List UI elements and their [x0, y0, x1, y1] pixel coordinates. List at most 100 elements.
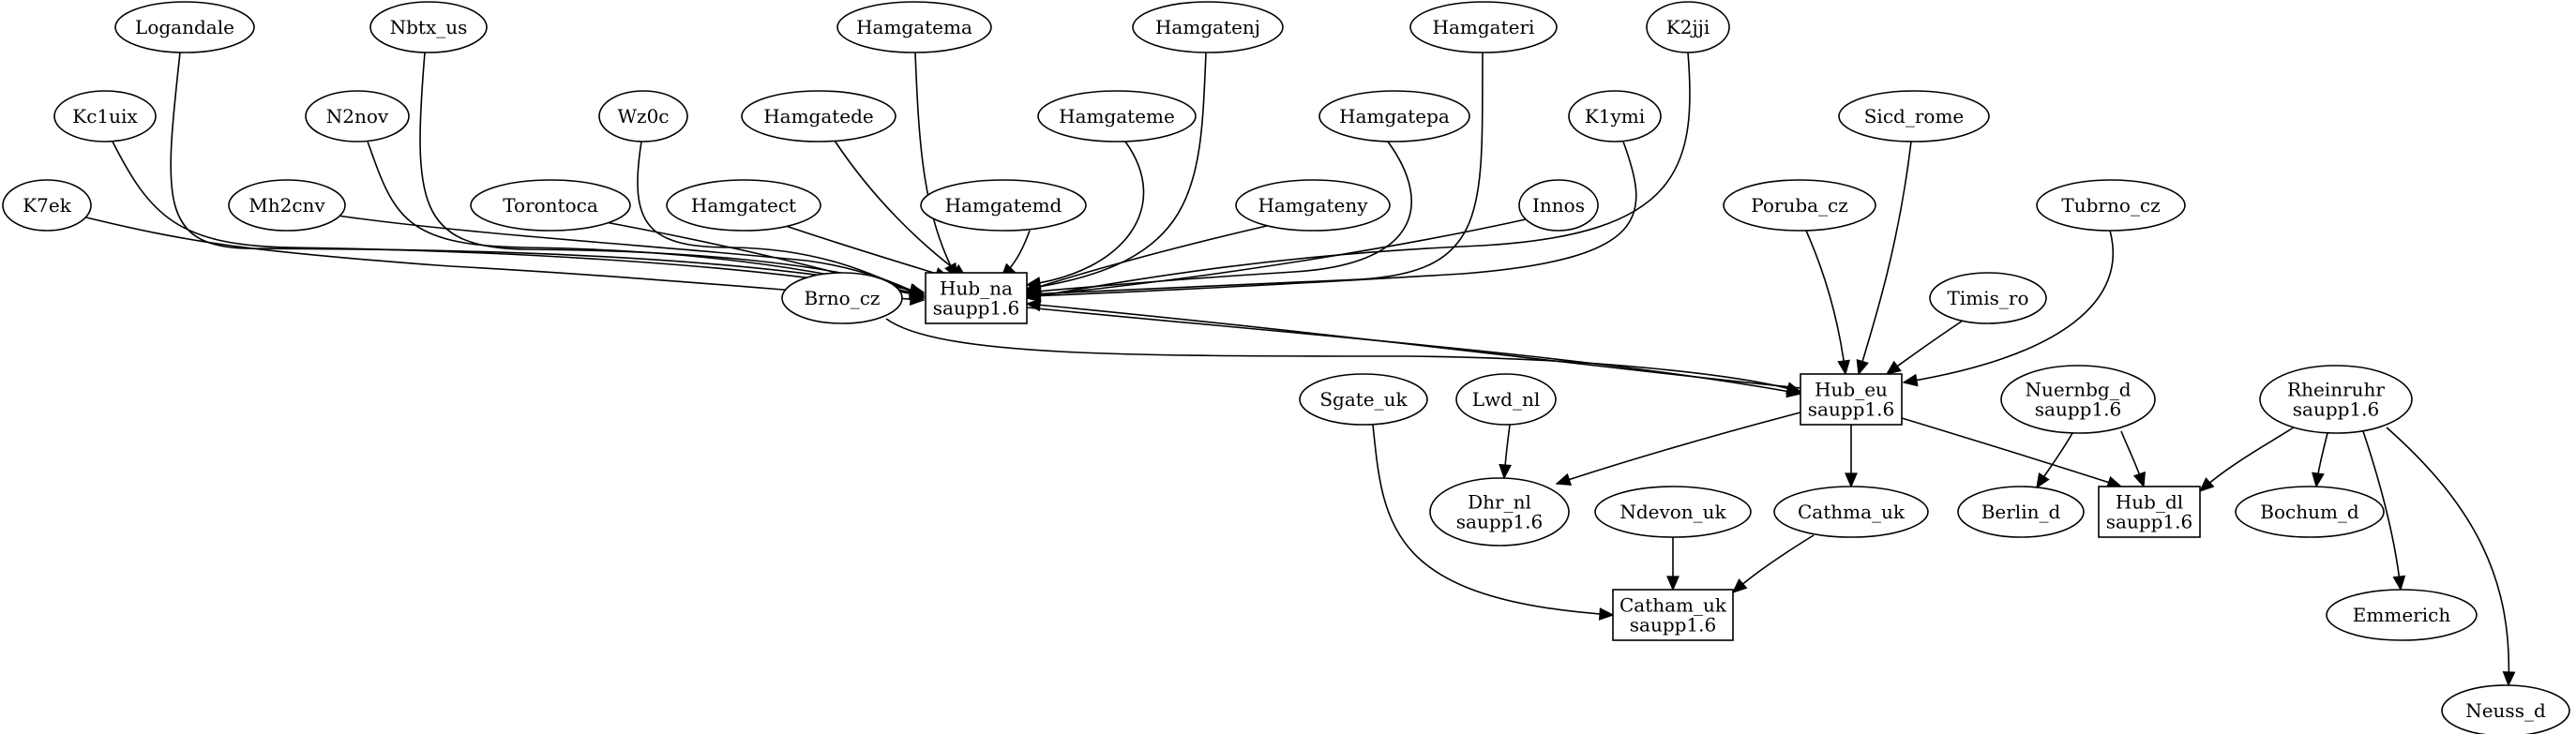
- node-lwd-nl[interactable]: Lwd_nl: [1455, 373, 1557, 426]
- node-shape: [53, 90, 157, 142]
- edge-lwd-nl-to-dhr-nl: [1499, 424, 1512, 480]
- node-label: Lwd_nl: [1472, 388, 1540, 411]
- node-hamgateny[interactable]: Hamgateny: [1235, 179, 1391, 232]
- node-shape: [2000, 365, 2156, 434]
- node-shape: [1455, 373, 1557, 426]
- node-shape: [369, 1, 488, 53]
- edge-hub-eu-to-cathma-uk: [1845, 425, 1858, 488]
- node-label: Wz0c: [617, 105, 669, 127]
- node-shape: [1299, 373, 1428, 426]
- node-k7ek[interactable]: K7ek: [2, 179, 92, 232]
- node-label: Hamgatenj: [1155, 16, 1260, 38]
- node-hamgateri[interactable]: Hamgateri: [1409, 1, 1558, 53]
- node-label: Poruba_cz: [1751, 194, 1848, 217]
- node-label: Hamgateri: [1433, 16, 1535, 38]
- node-n2nov[interactable]: N2nov: [305, 90, 410, 142]
- node-neuss-d[interactable]: Neuss_d: [2441, 684, 2570, 734]
- node-label: Hamgateny: [1258, 194, 1368, 217]
- node-shape: [741, 90, 896, 142]
- node-label: Berlin_d: [1981, 501, 2061, 523]
- node-shape: [1235, 179, 1391, 232]
- node-wz0c[interactable]: Wz0c: [598, 90, 688, 142]
- node-label: Hub_na: [940, 277, 1013, 300]
- edge-poruba-cz-to-hub-eu: [1805, 230, 1851, 376]
- node-hamgatect[interactable]: Hamgatect: [666, 179, 821, 232]
- node-tubrno-cz[interactable]: Tubrno_cz: [2036, 179, 2186, 232]
- node-sgate-uk[interactable]: Sgate_uk: [1299, 373, 1428, 426]
- node-label: Cathma_uk: [1798, 501, 1906, 523]
- edge-hamgatemd-to-hub-na: [1000, 230, 1031, 279]
- node-label: saupp1.6: [2035, 398, 2121, 421]
- node-shape: [228, 179, 346, 232]
- node-label: saupp1.6: [933, 297, 1019, 320]
- node-label: K1ymi: [1585, 105, 1645, 127]
- node-shape: [1037, 90, 1197, 142]
- node-hamgatenj[interactable]: Hamgatenj: [1132, 1, 1284, 53]
- node-logandale[interactable]: Logandale: [114, 1, 255, 53]
- node-label: saupp1.6: [1630, 614, 1716, 637]
- node-torontoca[interactable]: Torontoca: [470, 179, 631, 232]
- node-bochum-d[interactable]: Bochum_d: [2235, 486, 2385, 538]
- node-berlin-d[interactable]: Berlin_d: [1957, 486, 2085, 538]
- node-shape: [1646, 1, 1730, 53]
- edge-cathma-uk-to-catham-uk: [1731, 534, 1815, 594]
- edge-nuernbg-d-to-hub-dl: [2120, 430, 2146, 488]
- edge-hamgatenj-to-hub-na: [1025, 52, 1207, 293]
- edge-rheinruhr-to-bochum-d: [2312, 432, 2328, 488]
- node-shape: [1929, 272, 2047, 324]
- node-label: Logandale: [135, 16, 234, 38]
- node-shape: [1594, 486, 1752, 538]
- node-shape: [1429, 477, 1570, 547]
- node-hamgatede[interactable]: Hamgatede: [741, 90, 896, 142]
- node-emmerich[interactable]: Emmerich: [2326, 589, 2478, 641]
- node-shape: [925, 272, 1028, 324]
- node-brno-cz[interactable]: Brno_cz: [781, 272, 903, 324]
- node-poruba-cz[interactable]: Poruba_cz: [1723, 179, 1876, 232]
- node-hamgateme[interactable]: Hamgateme: [1037, 90, 1197, 142]
- node-shape: [305, 90, 410, 142]
- node-label: Mh2cnv: [249, 194, 325, 217]
- node-label: N2nov: [326, 105, 389, 127]
- node-label: Rheinruhr: [2287, 379, 2385, 401]
- node-hamgatema[interactable]: Hamgatema: [836, 1, 992, 53]
- node-timis-ro[interactable]: Timis_ro: [1929, 272, 2047, 324]
- edge-hub-eu-to-dhr-nl: [1555, 412, 1801, 486]
- node-hamgatemd[interactable]: Hamgatemd: [920, 179, 1087, 232]
- node-ndevon-uk[interactable]: Ndevon_uk: [1594, 486, 1752, 538]
- node-sicd-rome[interactable]: Sicd_rome: [1838, 90, 1990, 142]
- node-label: K2jji: [1666, 16, 1710, 38]
- node-shape: [1568, 90, 1662, 142]
- node-shape: [1800, 373, 1903, 426]
- node-kc1uix[interactable]: Kc1uix: [53, 90, 157, 142]
- node-label: Hub_dl: [2116, 491, 2183, 514]
- node-hamgatepa[interactable]: Hamgatepa: [1318, 90, 1470, 142]
- node-innos[interactable]: Innos: [1518, 179, 1599, 232]
- node-shape: [1957, 486, 2085, 538]
- node-shape: [781, 272, 903, 324]
- edge-hamgatema-to-hub-na: [914, 52, 957, 279]
- node-label: saupp1.6: [2106, 511, 2192, 533]
- node-shape: [114, 1, 255, 53]
- node-shape: [2235, 486, 2385, 538]
- node-shape: [598, 90, 688, 142]
- node-label: Sicd_rome: [1864, 105, 1965, 127]
- node-k1ymi[interactable]: K1ymi: [1568, 90, 1662, 142]
- edge-tubrno-cz-to-hub-eu: [1902, 230, 2115, 387]
- node-label: Nbtx_us: [390, 16, 468, 38]
- node-k2jji[interactable]: K2jji: [1646, 1, 1730, 53]
- node-label: Kc1uix: [72, 105, 138, 127]
- node-cathma-uk[interactable]: Cathma_uk: [1773, 486, 1929, 538]
- node-mh2cnv[interactable]: Mh2cnv: [228, 179, 346, 232]
- node-shape: [1409, 1, 1558, 53]
- node-shape: [2259, 365, 2413, 434]
- edges-layer: [85, 52, 2516, 687]
- node-nbtx-us[interactable]: Nbtx_us: [369, 1, 488, 53]
- node-label: Neuss_d: [2465, 699, 2546, 722]
